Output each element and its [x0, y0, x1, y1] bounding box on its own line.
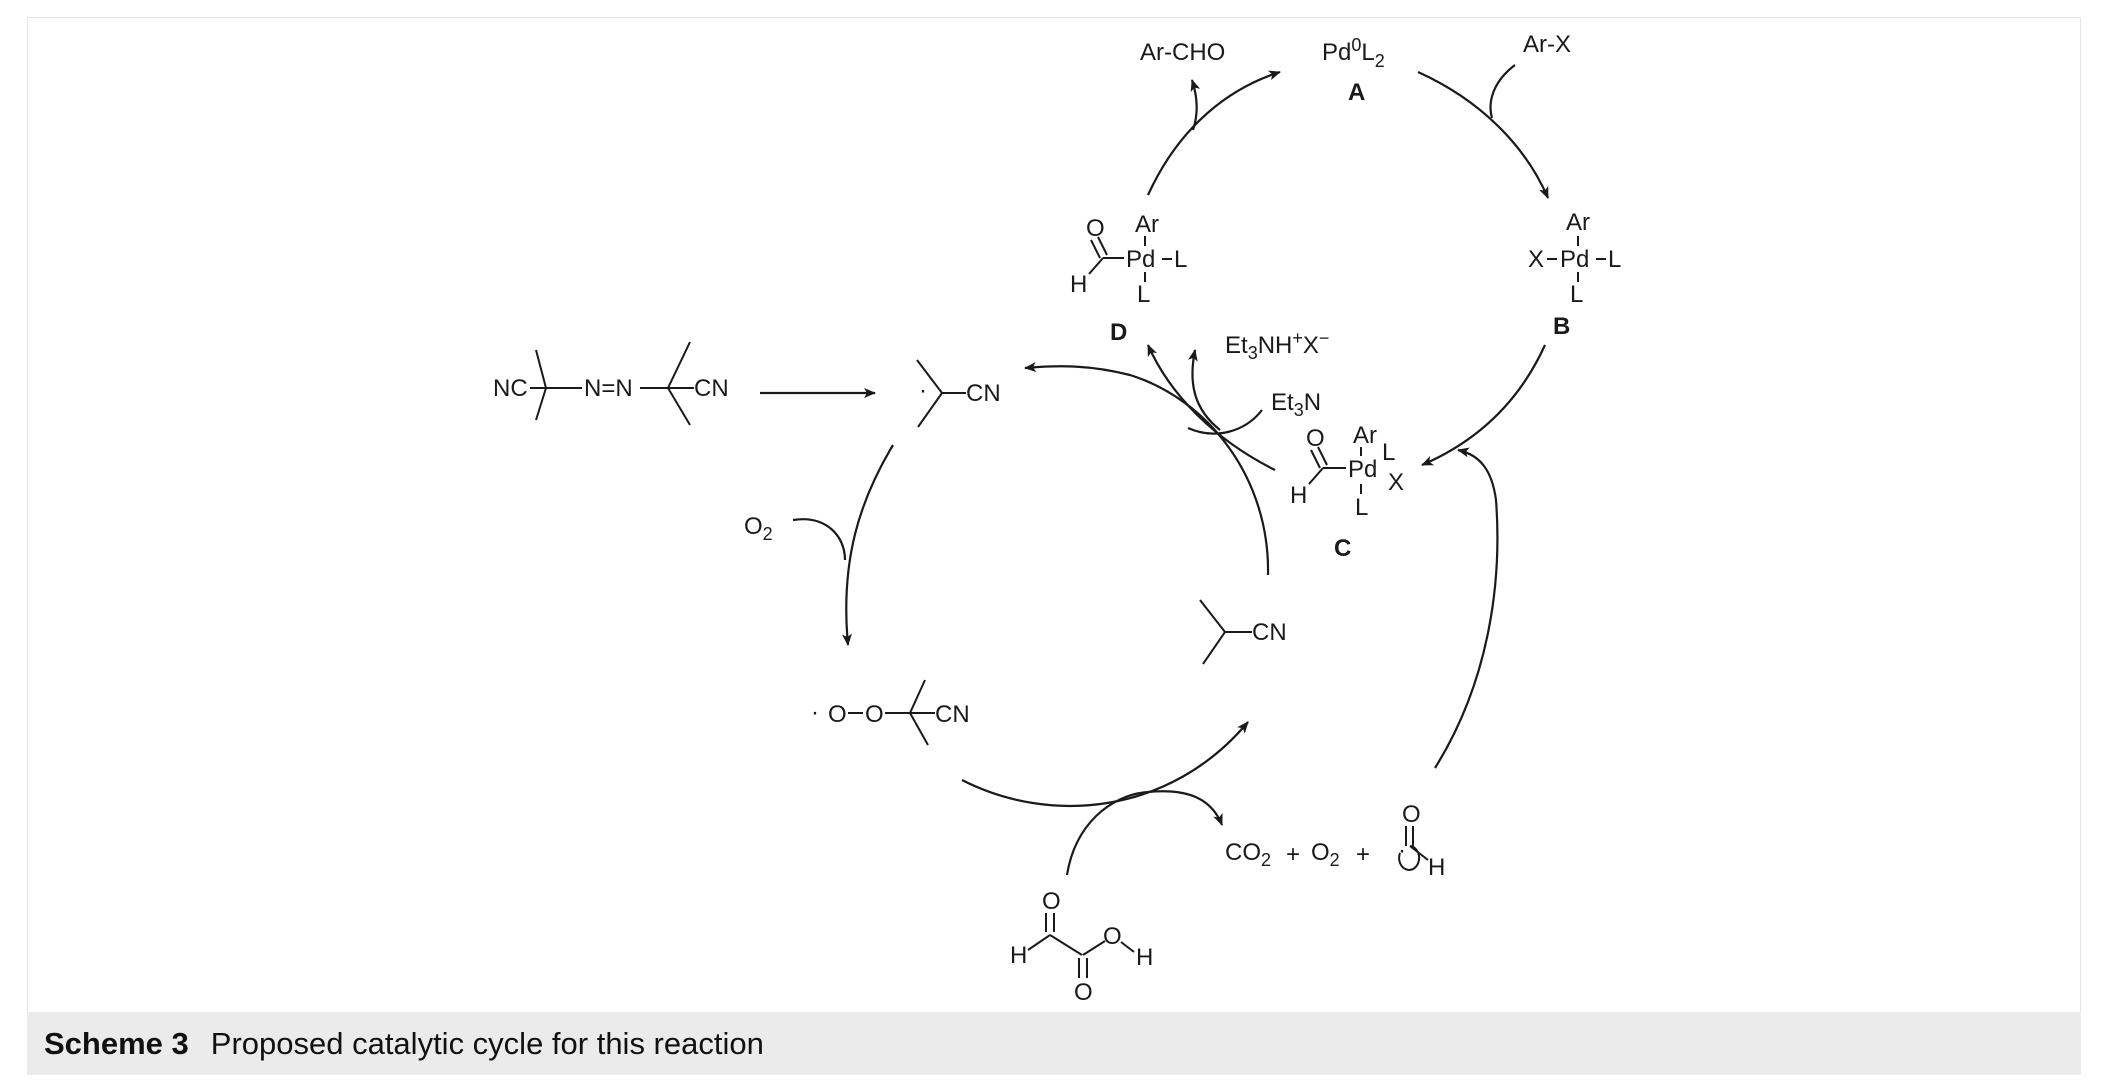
svg-text:H: H — [1070, 271, 1087, 298]
svg-text:CN: CN — [935, 701, 970, 728]
svg-text:O: O — [1042, 888, 1061, 915]
svg-text:H: H — [1136, 944, 1153, 971]
arrow-peroxy-to-radical — [961, 721, 1249, 808]
svg-text:O: O — [1086, 215, 1105, 242]
svg-text:Ar: Ar — [1353, 422, 1377, 449]
arrow-b-to-c — [1421, 344, 1547, 467]
arrow-archo-out — [1190, 79, 1201, 131]
arrow-d-to-a — [1146, 70, 1281, 196]
svg-text:CN: CN — [966, 380, 1001, 407]
peroxy-radical: · O O CN — [811, 679, 970, 746]
svg-text:L: L — [1174, 246, 1187, 273]
svg-text:CN: CN — [694, 375, 729, 402]
svg-text:O: O — [1306, 425, 1325, 452]
svg-text:CN: CN — [1252, 619, 1287, 646]
svg-text:X: X — [1528, 246, 1544, 273]
label-d: D — [1110, 319, 1127, 346]
svg-text:O: O — [1074, 979, 1093, 1006]
label-b: B — [1553, 313, 1570, 340]
arrow-c-to-d — [1146, 344, 1276, 471]
svg-text:Pd: Pd — [1348, 456, 1377, 483]
svg-text:H: H — [1428, 854, 1445, 881]
aibn: NC N=N CN — [493, 341, 729, 426]
caption-text: Proposed catalytic cycle for this reacti… — [210, 1025, 764, 1061]
arrow-o2-in — [792, 518, 847, 561]
svg-text:·: · — [1398, 837, 1406, 864]
svg-text:H: H — [1290, 482, 1307, 509]
svg-text:L: L — [1355, 494, 1368, 521]
svg-text:L: L — [1137, 281, 1150, 308]
arrow-a-to-b — [1417, 70, 1550, 199]
species-c: O H Pd Ar L X L C — [1290, 422, 1404, 562]
svg-text:·: · — [919, 377, 927, 404]
svg-text:O2: O2 — [1311, 839, 1340, 870]
species-d: O H Pd Ar L L D — [1070, 211, 1187, 346]
arrow-et3n-in — [1187, 409, 1263, 435]
arrow-radical-to-peroxy — [841, 444, 894, 646]
svg-text:O: O — [1402, 801, 1421, 828]
svg-text:O: O — [828, 701, 847, 728]
svg-text:L: L — [1608, 246, 1621, 273]
arrow-arx-in — [1489, 64, 1516, 119]
svg-text:Pd0L2: Pd0L2 — [1322, 35, 1385, 71]
scheme-caption: Scheme 3 Proposed catalytic cycle for th… — [27, 1012, 2081, 1075]
byproducts: CO2 + O2 + — [1225, 839, 1370, 870]
svg-text:·: · — [811, 699, 819, 726]
triethylamine: Et3N — [1271, 389, 1321, 420]
svg-text:Pd: Pd — [1126, 246, 1155, 273]
svg-text:Ar: Ar — [1135, 211, 1159, 238]
svg-text:O: O — [865, 701, 884, 728]
svg-text:NC: NC — [493, 375, 528, 402]
svg-text:X: X — [1388, 469, 1404, 496]
cyanoisopropyl-radical-right: CN — [1199, 599, 1287, 665]
svg-text:O: O — [1103, 923, 1122, 950]
label-a: A — [1348, 79, 1365, 106]
cyanoisopropyl-radical-top: · CN — [916, 359, 1001, 428]
arrow-glyoxylic-in — [1065, 790, 1149, 876]
label-c: C — [1334, 535, 1351, 562]
arrow-formyl-to-c — [1434, 447, 1499, 769]
species-a-pd0l2: Pd0L2 A — [1322, 35, 1385, 106]
aryl-halide: Ar-X — [1523, 31, 1571, 58]
glyoxylic-acid: O H O O H — [1010, 888, 1153, 1006]
svg-text:Ar: Ar — [1566, 209, 1590, 236]
caption-label: Scheme 3 — [44, 1025, 189, 1061]
arrow-radical-return — [1024, 362, 1270, 576]
oxygen-in: O2 — [744, 513, 773, 544]
svg-text:N=N: N=N — [584, 375, 633, 402]
svg-text:+: + — [1286, 841, 1300, 868]
formyl-radical: O · H — [1398, 801, 1445, 881]
arrow-et3nhx-out — [1187, 349, 1221, 431]
svg-text:+: + — [1356, 841, 1370, 868]
scheme-frame — [27, 17, 2081, 1075]
svg-text:Pd: Pd — [1560, 246, 1589, 273]
triethylammonium-halide: Et3NH+X− — [1225, 328, 1329, 363]
aryl-aldehyde: Ar-CHO — [1140, 39, 1225, 66]
species-b: Ar X Pd L L B — [1528, 209, 1621, 340]
svg-text:H: H — [1010, 942, 1027, 969]
svg-text:CO2: CO2 — [1225, 839, 1271, 870]
svg-text:L: L — [1382, 439, 1395, 466]
arrow-co2-out — [1147, 790, 1224, 826]
svg-text:L: L — [1570, 281, 1583, 308]
